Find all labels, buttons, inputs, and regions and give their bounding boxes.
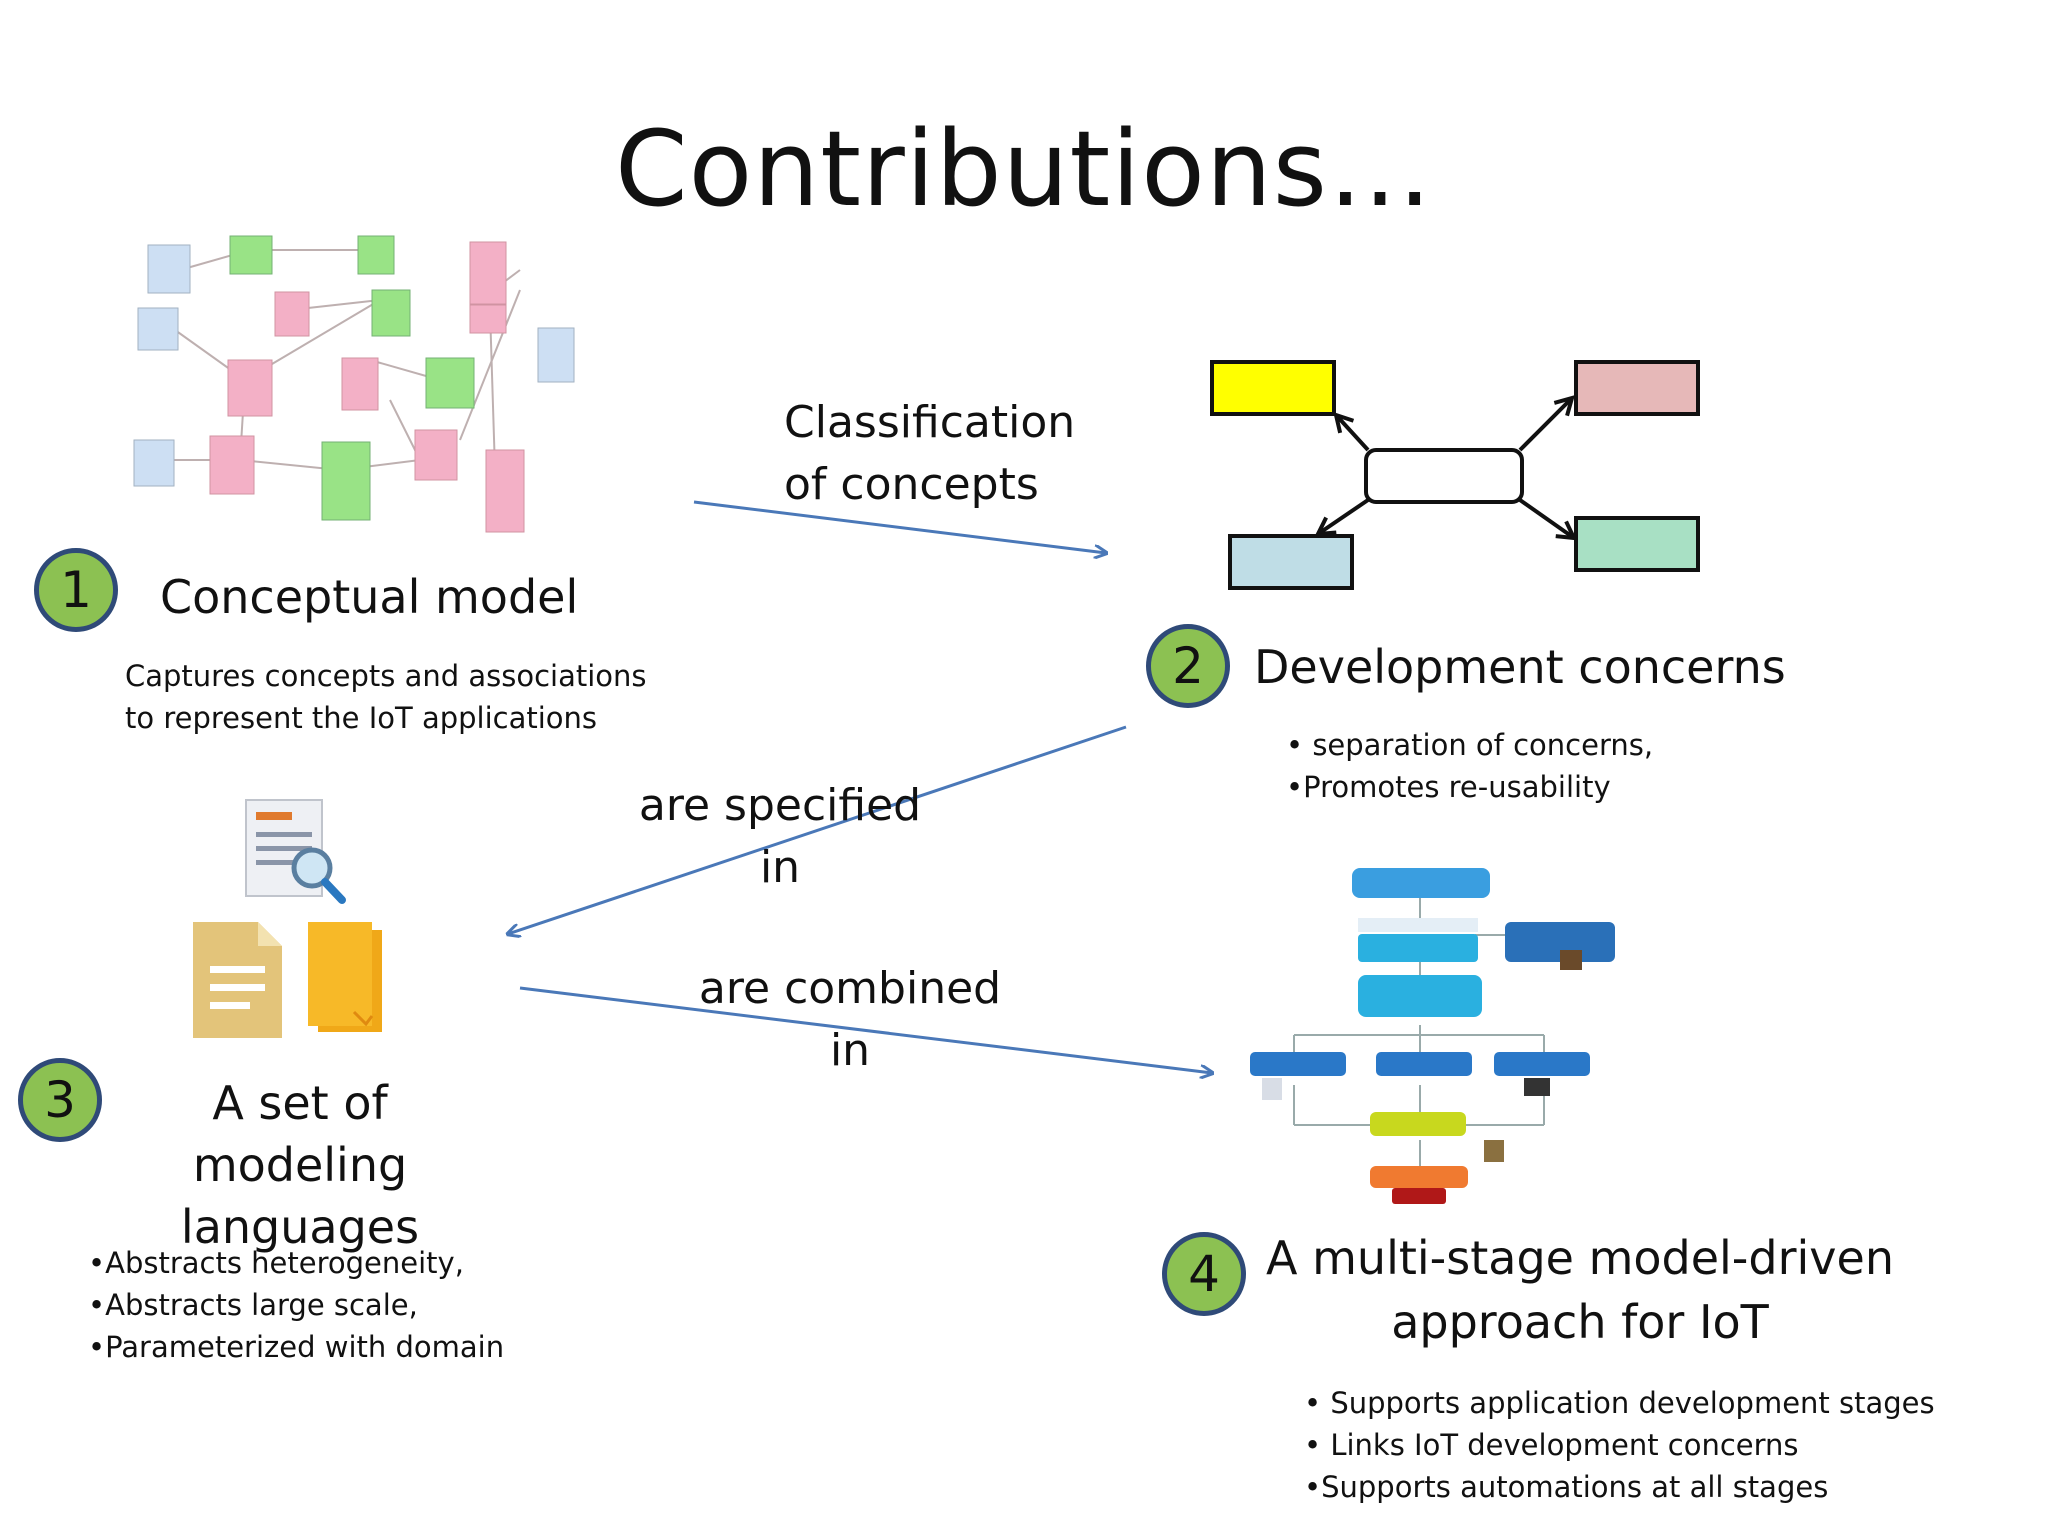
concerns-diagram-icon [1210, 360, 1700, 590]
desc-line: •Promotes re-usability [1286, 770, 1611, 804]
label-line: are combined [698, 963, 1002, 1014]
desc-line: • Links IoT development concerns [1304, 1428, 1799, 1462]
desc-line: • Supports application development stage… [1304, 1386, 1935, 1420]
uml-class-diagram-icon [133, 235, 575, 533]
item-4-number-badge: 4 [1162, 1232, 1246, 1316]
heading-line: approach for IoT [1391, 1295, 1769, 1349]
item-1-number-badge: 1 [34, 548, 118, 632]
item-4-description: • Supports application development stage… [1304, 1382, 1935, 1508]
process-flowchart-icon [1250, 868, 1615, 1204]
label-line: are specified [638, 780, 922, 831]
page-title: Contributions… [615, 108, 1433, 230]
desc-line: Captures concepts and associations [125, 659, 647, 693]
notes-icon [308, 922, 382, 1032]
item-3-heading: A set of modeling languages [100, 1072, 500, 1258]
label-line: of concepts [784, 459, 1039, 510]
desc-line: • separation of concerns, [1286, 728, 1654, 762]
desc-line: •Supports automations at all stages [1304, 1470, 1829, 1504]
item-3-number-badge: 3 [18, 1058, 102, 1142]
document-icon [193, 922, 282, 1038]
heading-line: languages [180, 1200, 420, 1254]
item-4-heading: A multi-stage model-driven approach for … [1260, 1226, 1900, 1354]
item-3-description: •Abstracts heterogeneity, •Abstracts lar… [88, 1242, 504, 1368]
heading-line: A set of modeling [192, 1076, 408, 1192]
item-2-heading: Development concerns [1254, 640, 1786, 694]
item-2-number-badge: 2 [1146, 624, 1230, 708]
item-1-description: Captures concepts and associations to re… [125, 655, 647, 739]
document-search-icon [245, 799, 346, 904]
item-1-heading: Conceptual model [160, 570, 579, 624]
arrow-classification [693, 500, 1106, 553]
desc-line: •Abstracts large scale, [88, 1288, 418, 1322]
edge-label-combined: are combined in [680, 958, 1020, 1082]
label-line: in [759, 842, 801, 893]
desc-line: •Abstracts heterogeneity, [88, 1246, 464, 1280]
desc-line: •Parameterized with domain [88, 1330, 505, 1364]
label-line: Classification [784, 397, 1076, 448]
label-line: in [829, 1025, 871, 1076]
heading-line: A multi-stage model-driven [1266, 1231, 1894, 1285]
edge-label-specified: are specified in [620, 775, 940, 899]
edge-label-classification: Classification of concepts [784, 392, 1075, 516]
arrow-specified [508, 725, 1127, 934]
item-2-description: • separation of concerns, •Promotes re-u… [1286, 724, 1653, 808]
desc-line: to represent the IoT applications [125, 701, 598, 735]
arrow-combined [519, 986, 1212, 1073]
